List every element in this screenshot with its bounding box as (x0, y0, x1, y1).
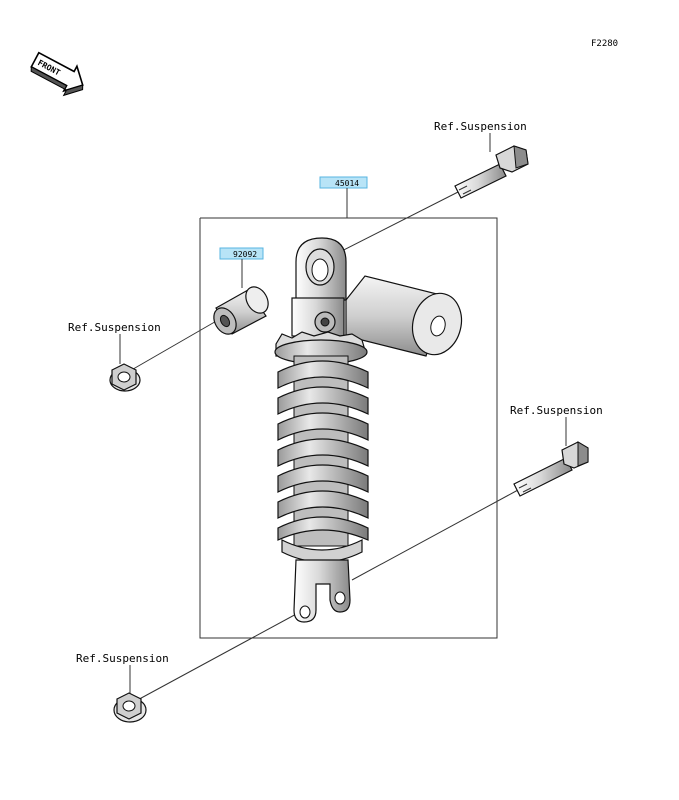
collar-92092 (213, 286, 269, 335)
front-arrow-icon: FRONT (30, 51, 84, 97)
rear-shock-absorber (274, 237, 463, 623)
ref-label-lower-bolt[interactable]: Ref.Suspension (510, 404, 603, 417)
part-number-45014: 45014 (335, 179, 359, 188)
lower-mounting-bolt (513, 441, 589, 497)
axis-line-lower-bolt (351, 489, 519, 581)
part-badge-92092[interactable]: 92092 (219, 247, 264, 260)
upper-mounting-bolt (454, 145, 529, 199)
axis-line-lower-nut (131, 611, 301, 704)
coil-spring (277, 360, 369, 541)
lower-flange-nut (113, 692, 147, 723)
ref-label-upper-bolt[interactable]: Ref.Suspension (434, 120, 527, 133)
ref-label-upper-nut[interactable]: Ref.Suspension (68, 321, 161, 334)
part-number-92092: 92092 (233, 250, 257, 259)
part-badge-45014[interactable]: 45014 (319, 176, 368, 189)
ref-label-lower-nut[interactable]: Ref.Suspension (76, 652, 169, 665)
assembly-frame (199, 217, 498, 639)
diagram-id-label: F2280 (591, 39, 618, 49)
upper-flange-nut (109, 363, 141, 392)
